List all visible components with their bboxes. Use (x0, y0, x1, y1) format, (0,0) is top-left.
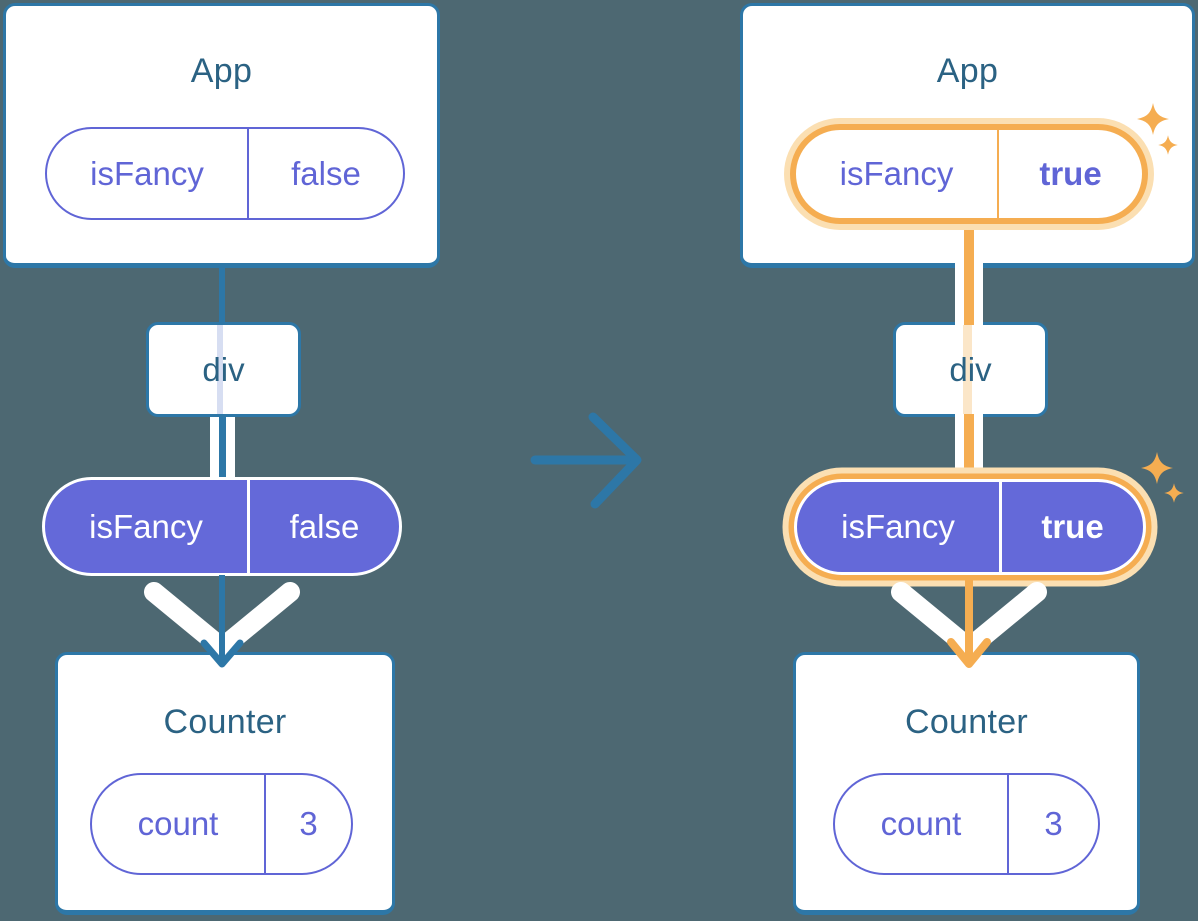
pipe-edge (226, 417, 235, 479)
counter-state-pill-after: count 3 (833, 773, 1100, 875)
counter-state-pill-before: count 3 (90, 773, 353, 875)
edge-app-div-before (219, 265, 225, 325)
prop-value: true (1041, 508, 1104, 545)
div-label-after: div (949, 350, 992, 388)
pipe-edge (974, 414, 983, 482)
pipe-core (964, 263, 974, 325)
app-prop-pill-after: isFancy true (790, 124, 1148, 224)
div-label-before: div (202, 350, 245, 388)
pipe-core (219, 417, 226, 479)
state-value: 3 (1044, 805, 1063, 842)
counter-title-after: Counter (904, 703, 1029, 741)
pipe-core (964, 218, 974, 266)
edge-pill-counter-before (219, 575, 225, 660)
prop-pipe-after-2 (955, 414, 983, 482)
passed-prop-pill-before: isFancy false (42, 477, 402, 576)
arrowhead-icon (198, 638, 246, 672)
arrow-right-icon (525, 405, 650, 515)
pipe-edge (974, 263, 983, 325)
sparkle-icon (1135, 101, 1171, 137)
div-card-before: div (146, 322, 301, 417)
counter-title-before: Counter (163, 703, 287, 741)
app-title-after: App (936, 52, 999, 90)
div-card-after: div (893, 322, 1048, 417)
prop-name: isFancy (796, 130, 999, 218)
sparkle-icon (1139, 450, 1175, 486)
sparkle-icon (1157, 134, 1179, 156)
prop-pipe-after-1 (955, 263, 983, 325)
state-value: 3 (299, 805, 318, 842)
pipe-edge (955, 414, 964, 482)
pipe-edge (210, 417, 219, 479)
prop-value: false (291, 154, 361, 192)
app-prop-pill-before: isFancy false (45, 127, 405, 220)
prop-name: isFancy (45, 480, 250, 573)
prop-flow-inside-app (964, 218, 974, 266)
prop-value: false (289, 507, 360, 545)
prop-pipe-before (210, 417, 235, 479)
prop-flow-track (963, 325, 972, 414)
sparkle-icon (1163, 482, 1185, 504)
pipe-edge (955, 263, 964, 325)
prop-value: true (1039, 155, 1102, 192)
passed-prop-pill-after: isFancy true (794, 479, 1146, 575)
state-name: count (92, 775, 266, 873)
prop-name: isFancy (47, 129, 249, 218)
arrowhead-icon (945, 636, 993, 672)
state-name: count (835, 775, 1009, 873)
app-title-before: App (190, 52, 253, 90)
prop-flow-track (217, 325, 223, 414)
pipe-core (964, 414, 974, 482)
edge-pill-counter-after (965, 575, 973, 660)
prop-name: isFancy (797, 482, 1002, 572)
